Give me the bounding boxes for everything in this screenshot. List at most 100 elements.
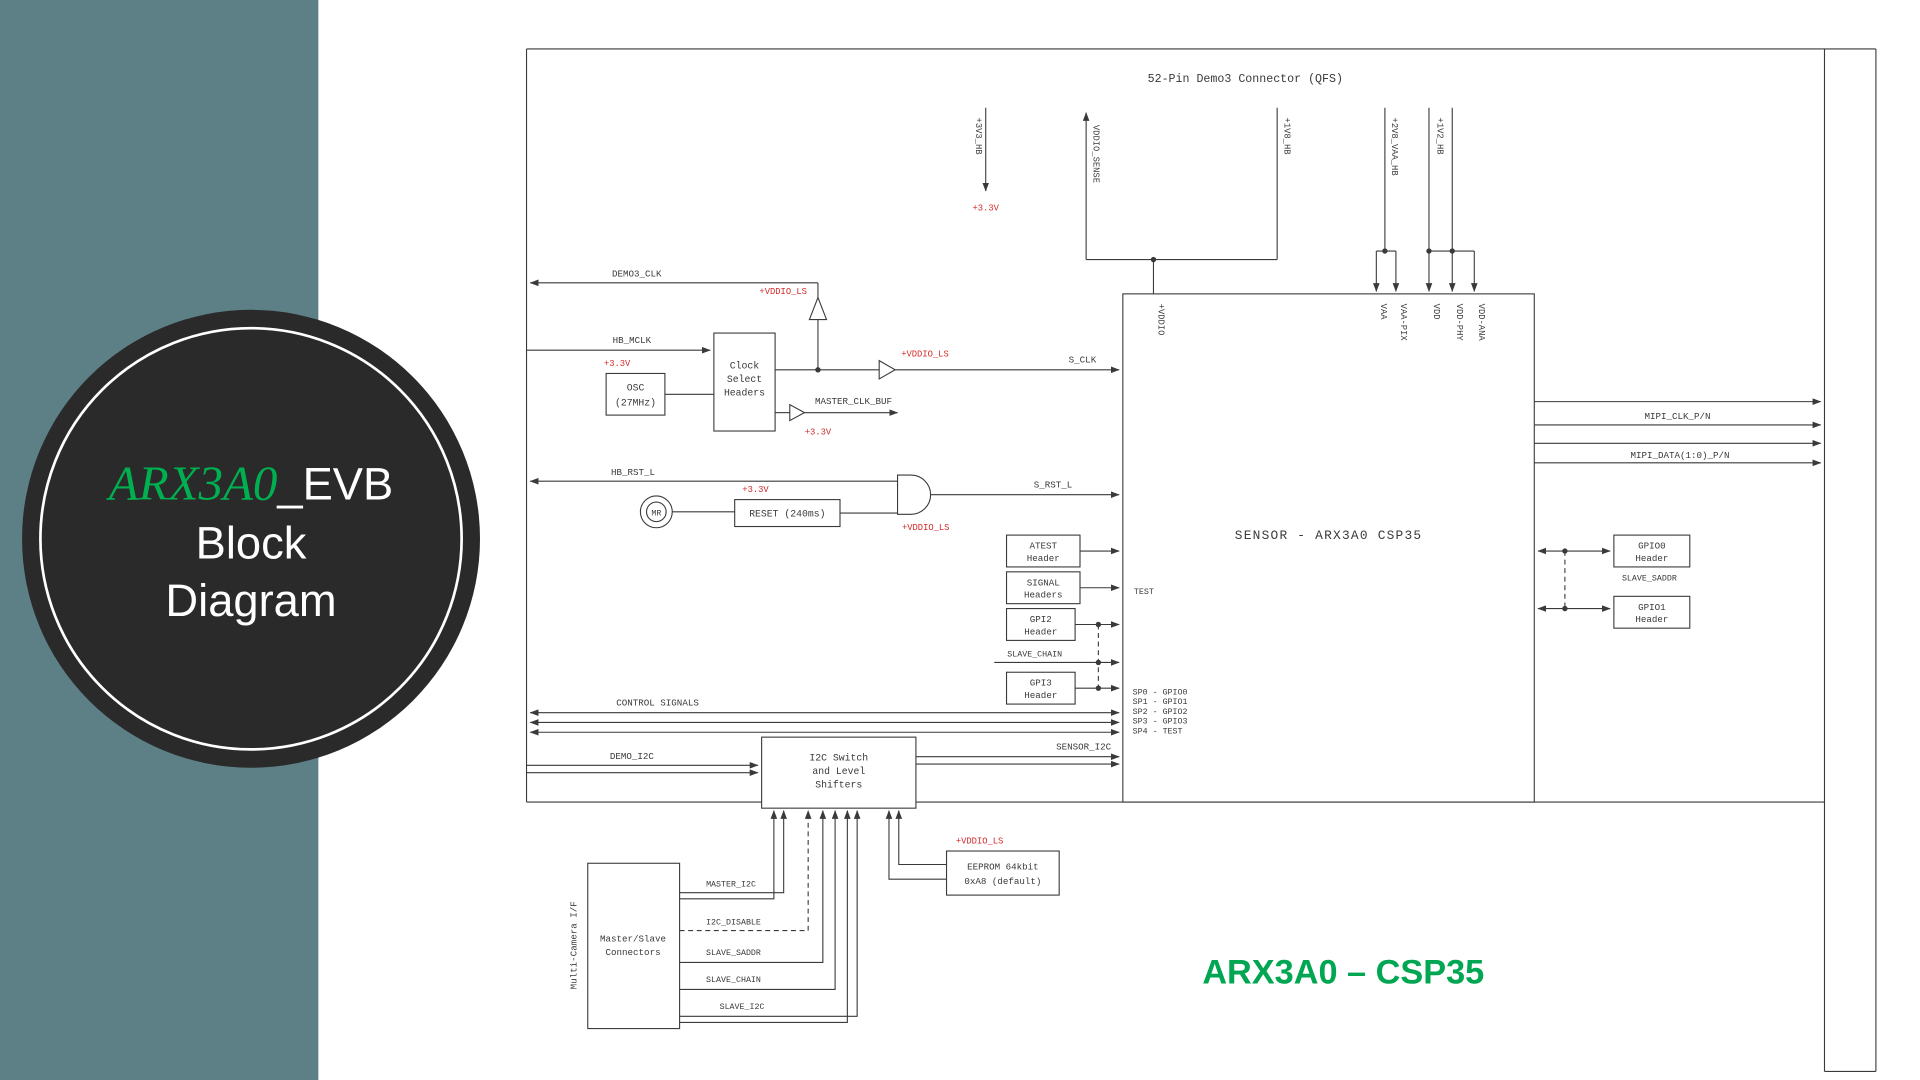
reset-and-gate — [897, 474, 932, 515]
osc-block — [605, 372, 666, 416]
master-slave-section: Multi-Camera I/F Master/Slave Connectors… — [569, 810, 861, 1030]
eeprom-line2: 0xA8 (default) — [964, 876, 1041, 887]
label-hb-mclk: HB_MCLK — [613, 335, 652, 346]
header-blocks: ATEST Header SIGNAL Headers GPI2 Header … — [994, 534, 1120, 705]
pin-vaa-pix: VAA-PIX — [1398, 304, 1408, 342]
badge-circle — [22, 309, 480, 768]
badge-title-green: ARX3A0 — [106, 456, 278, 511]
gpi2-line1: GPI2 — [1030, 614, 1052, 625]
badge-line2: Block — [196, 517, 307, 568]
label-s-rst-l: S_RST_L — [1034, 479, 1073, 490]
label-control-signals: CONTROL SIGNALS — [616, 697, 699, 708]
pin-map-sp1: SP1 - GPIO1 — [1133, 698, 1188, 707]
pin-map-sp2: SP2 - GPIO2 — [1133, 708, 1188, 717]
signal-headers-block — [1005, 571, 1081, 605]
badge-ring — [39, 326, 463, 751]
label-multi-camera: Multi-Camera I/F — [569, 901, 580, 989]
master-slave-block — [587, 862, 681, 1030]
signal-line2: Headers — [1024, 590, 1063, 601]
label-vddio-ls-3: +VDDIO_LS — [902, 523, 950, 533]
buffer-s-clk — [878, 359, 897, 380]
pin-vdd-ana: VDD-ANA — [1476, 304, 1486, 342]
pin-test: TEST — [1134, 588, 1154, 597]
gpi3-line1: GPI3 — [1030, 678, 1052, 689]
label-1v2-hb: +1V2_HB — [1435, 118, 1445, 155]
eeprom-line1: EEPROM 64kbit — [967, 861, 1039, 872]
osc-line1: OSC — [627, 383, 645, 394]
pin-map-sp3: SP3 - GPIO3 — [1133, 718, 1188, 727]
pin-vdd-phy: VDD-PHY — [1454, 304, 1464, 342]
reset-label: RESET (240ms) — [749, 509, 825, 520]
label-3v3-top: +3.3V — [973, 204, 1000, 214]
atest-line1: ATEST — [1029, 541, 1057, 552]
gpio1-line1: GPIO1 — [1638, 602, 1666, 613]
signal-line1: SIGNAL — [1027, 577, 1060, 588]
i2c-switch-line1: I2C Switch — [809, 752, 868, 763]
i2c-section: DEMO_I2C I2C Switch and Level Shifters S… — [526, 736, 1120, 809]
label-s-clk: S_CLK — [1069, 354, 1097, 365]
buffer-demo3-clk — [808, 296, 828, 321]
sensor-rect — [1122, 293, 1535, 803]
label-1v8-hb: +1V8_HB — [1281, 118, 1291, 155]
clock-select-line3: Headers — [724, 388, 765, 399]
pin-vddio: +VDDIO — [1155, 304, 1165, 336]
label-sensor-i2c: SENSOR_I2C — [1056, 741, 1112, 752]
badge-line3: Diagram — [165, 575, 336, 626]
clock-select-line1: Clock — [730, 361, 759, 372]
label-3v3-hb: +3V3_HB — [973, 118, 983, 155]
label-3v3-mclk: +3.3V — [805, 428, 832, 438]
pin-map-sp0: SP0 - GPIO0 — [1133, 688, 1188, 697]
gpi2-line2: Header — [1024, 626, 1057, 637]
label-slave-chain-top: SLAVE_CHAIN — [1007, 650, 1062, 659]
gpio1-line2: Header — [1635, 614, 1668, 625]
label-hb-rst-l: HB_RST_L — [611, 467, 655, 478]
label-demo3-clk: DEMO3_CLK — [612, 269, 662, 280]
atest-line2: Header — [1027, 553, 1060, 564]
label-3v3-osc: +3.3V — [604, 359, 631, 369]
label-vddio-ls-4: +VDDIO_LS — [956, 837, 1004, 847]
label-demo-i2c: DEMO_I2C — [610, 751, 655, 762]
mr-label: MR — [651, 510, 661, 519]
pin-vaa: VAA — [1378, 304, 1388, 321]
mr-button-inner — [645, 501, 667, 523]
eeprom-block — [945, 850, 1060, 896]
reset-section: HB_RST_L MR +3.3V RESET (240ms) S_RST_L … — [529, 467, 1120, 533]
label-2v8-vaa-hb: +2V8_VAA_HB — [1389, 118, 1399, 176]
i2c-switch-line2: and Level — [812, 766, 865, 777]
label-slave-saddr-right: SLAVE_SADDR — [1622, 574, 1677, 583]
gpi3-header-block — [1005, 671, 1076, 705]
i2c-switch-block — [761, 736, 917, 809]
gpi3-line2: Header — [1024, 690, 1057, 701]
label-master-clk-buf: MASTER_CLK_BUF — [815, 396, 892, 407]
label-slave-chain-bottom: SLAVE_CHAIN — [706, 976, 761, 985]
label-slave-i2c: SLAVE_I2C — [720, 1003, 765, 1012]
control-signals: CONTROL SIGNALS — [529, 697, 1120, 736]
gpio0-header-block — [1613, 534, 1691, 568]
label-vddio-ls-2: +VDDIO_LS — [901, 349, 949, 359]
label-mipi-clk: MIPI_CLK_P/N — [1645, 411, 1711, 422]
osc-line2: (27MHz) — [615, 397, 656, 408]
badge-title-white: _EVB — [276, 459, 393, 510]
clock-select-line2: Select — [727, 374, 762, 385]
master-slave-line1: Master/Slave — [600, 934, 666, 945]
clock-section: DEMO3_CLK +VDDIO_LS HB_MCLK +3.3V OSC (2… — [526, 269, 1120, 438]
left-panel: ARX3A0_EVB Block Diagram — [0, 0, 480, 1080]
sensor-block: SENSOR - ARX3A0 CSP35 +VDDIO VAA VAA-PIX… — [1122, 293, 1535, 803]
clock-select-block — [713, 332, 776, 432]
buffer-master-clk — [789, 403, 806, 422]
badge-title: ARX3A0_EVB — [106, 456, 393, 511]
pin-map-sp4: SP4 - TEST — [1133, 727, 1183, 736]
gpio0-line1: GPIO0 — [1638, 541, 1666, 552]
pin-vdd: VDD — [1431, 304, 1441, 320]
footer-title: ARX3A0 – CSP35 — [1202, 953, 1484, 991]
gpio-section: GPIO0 Header SLAVE_SADDR GPIO1 Header — [1537, 534, 1691, 629]
label-mipi-data: MIPI_DATA(1:0)_P/N — [1630, 450, 1729, 461]
label-vddio-ls-1: +VDDIO_LS — [759, 287, 807, 297]
eeprom-section: +VDDIO_LS EEPROM 64kbit 0xA8 (default) — [885, 810, 1060, 896]
label-vddio-sense: VDDIO_SENSE — [1090, 125, 1100, 183]
label-master-i2c: MASTER_I2C — [706, 881, 756, 890]
master-slave-line2: Connectors — [606, 947, 661, 958]
gpio0-line2: Header — [1635, 553, 1668, 564]
label-i2c-disable: I2C_DISABLE — [706, 918, 761, 927]
